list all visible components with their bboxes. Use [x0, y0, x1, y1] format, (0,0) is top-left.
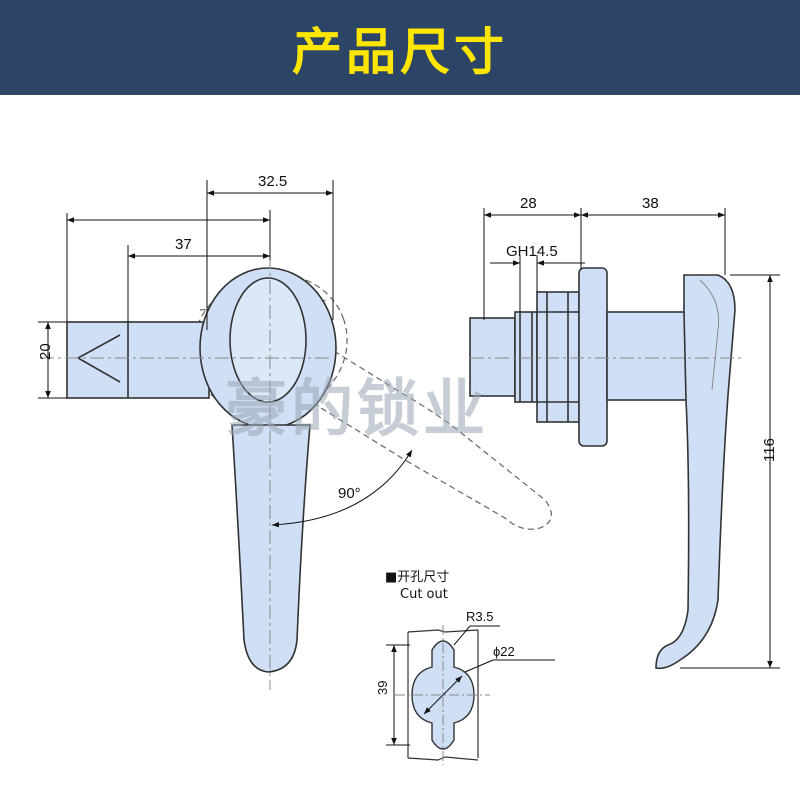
header-bar: 产品尺寸 — [0, 0, 800, 95]
dim-38-label: 38 — [642, 195, 659, 212]
dim-angle-label: 90° — [338, 485, 361, 502]
cutout-height-label: 39 — [375, 681, 390, 695]
right-dimensions — [483, 208, 780, 669]
lock-shaft — [66, 321, 210, 399]
left-view — [40, 255, 552, 690]
flange — [578, 267, 608, 447]
cutout-title-en: Cut out — [400, 587, 448, 602]
nut — [536, 291, 580, 423]
dim-28-label: 28 — [520, 195, 537, 212]
dim-32-5-label: 32.5 — [258, 173, 287, 190]
dim-20-label: 20 — [37, 343, 54, 360]
technical-drawing: 32.5 37 20 90° — [37, 173, 780, 765]
left-dimensions — [38, 180, 413, 528]
dim-37-label: 37 — [175, 236, 192, 253]
side-shaft — [469, 317, 516, 397]
thread-section — [514, 311, 538, 403]
cutout-title-cn: ■开孔尺寸 — [385, 570, 449, 585]
side-handle — [655, 274, 736, 670]
watermark: 豪的锁业 — [225, 372, 489, 445]
cutout-drawing — [386, 625, 555, 765]
cutout-diameter-label: ϕ22 — [493, 644, 515, 659]
page-title: 产品尺寸 — [292, 22, 508, 81]
dim-thread-label: GH14.5 — [506, 243, 558, 260]
dim-116-label: 116 — [761, 438, 778, 462]
cutout-radius-label: R3.5 — [466, 609, 493, 624]
right-view — [469, 267, 745, 670]
handle-grip — [231, 424, 311, 673]
